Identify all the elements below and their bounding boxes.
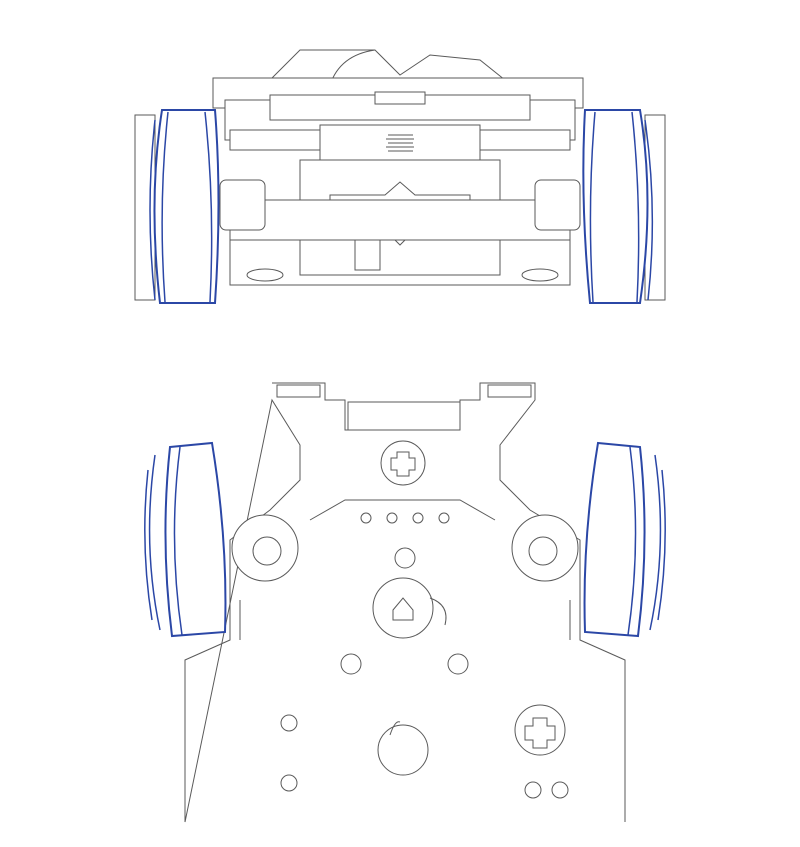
top-view xyxy=(144,382,666,823)
left-front-wheel xyxy=(153,109,220,304)
front-view xyxy=(134,49,666,304)
left-rear-wheel xyxy=(164,441,227,638)
right-rear-wheel xyxy=(583,441,646,638)
right-front-wheel xyxy=(582,109,649,304)
